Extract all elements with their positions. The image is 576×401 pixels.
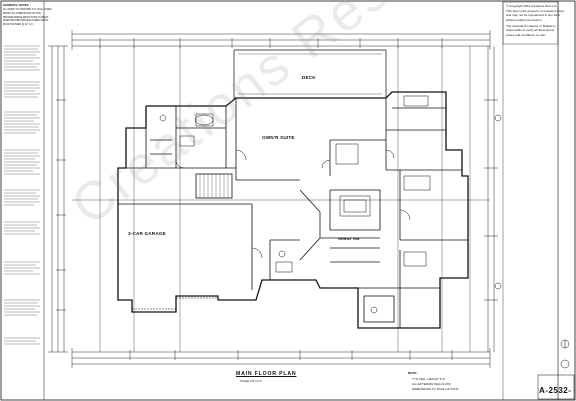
general-notes-heading: GENERAL NOTES (3, 3, 29, 7)
room-label-garage: 3-CAR GARAGE (128, 231, 166, 236)
general-note: PROVIDE SMOKE DETECTORS AS REQ'D (3, 16, 49, 19)
general-note: ALL WORK TO CONFORM TO LOCAL CODES (3, 9, 52, 11)
general-notes-block: GENERAL NOTES ALL WORK TO CONFORM TO LOC… (3, 3, 52, 27)
copyright-line: codes and conditions on site. (506, 33, 546, 38)
notes-heading: NOTE: (408, 371, 418, 375)
note-line: TYP. CEIL. HEIGHT 9'-0" (412, 377, 446, 381)
sheet-number: A-2532- (539, 386, 572, 395)
room-label-owners-suite: OWN'R SUITE (262, 135, 295, 140)
copyright-block: © Copyright 2014 Creations Rest Inc. Thi… (506, 4, 564, 38)
general-note: WINDOWS PER MANUFACTURER SPECS (3, 20, 49, 23)
general-note: VERIFY ALL DIMENSIONS ON SITE (3, 12, 41, 15)
note-line: DIMENSIONS TO FACE OF STUD (412, 387, 459, 391)
copyright-line: © Copyright 2014 Creations Rest Inc. (506, 4, 558, 8)
copyright-line: without written permission. (506, 17, 543, 22)
general-note: ROOF TRUSSES @ 24" O.C. (3, 24, 34, 27)
copyright-line: and may not be reproduced in any form (506, 13, 561, 18)
copyright-line: responsible to verify all dimensions, (506, 28, 555, 33)
room-label-deck: DECK (302, 75, 316, 80)
room-label-great-room: GREAT RM (338, 237, 360, 241)
plan-title: MAIN FLOOR PLAN (236, 371, 297, 377)
copyright-line: The General Contractor or Builder is (506, 23, 556, 28)
copyright-line: This plan is the property of Creations R… (506, 8, 564, 13)
plan-scale-note: SCALE 1/8"=1'-0" (240, 379, 263, 383)
note-line: ALL EXTERIOR WALLS 2X6 (412, 382, 451, 386)
